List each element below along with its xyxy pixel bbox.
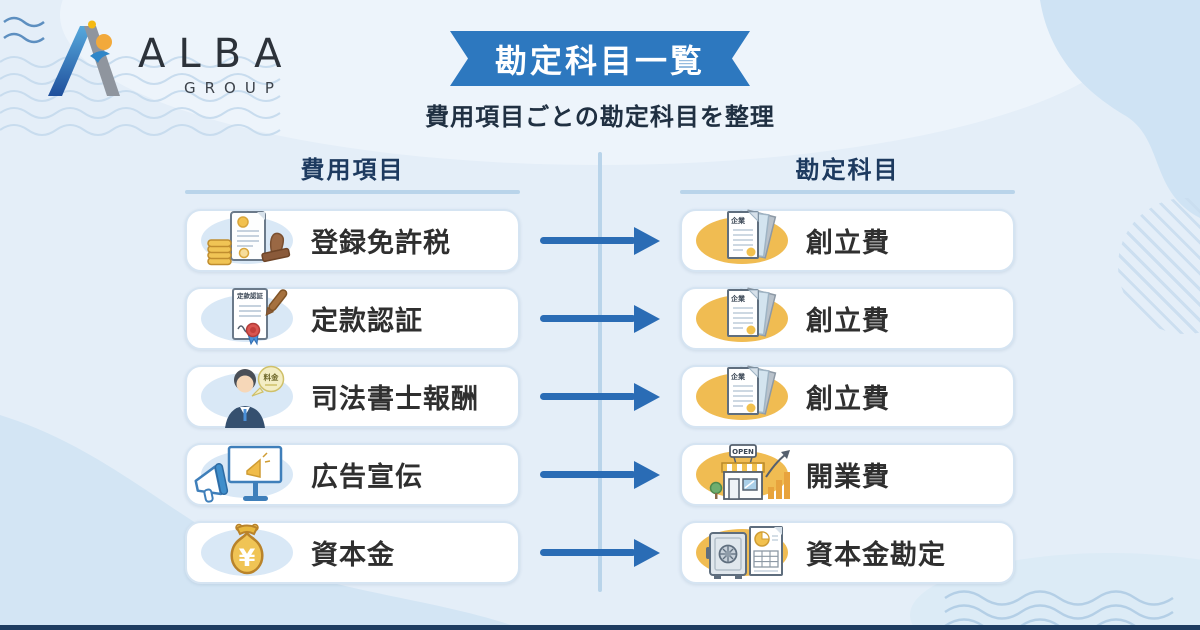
column-divider [598, 152, 602, 592]
mapping-arrow [540, 382, 660, 411]
mapping-table: 費用項目 勘定科目 [185, 150, 1015, 599]
account-header-underline [680, 190, 1015, 194]
safe-report-icon [706, 526, 783, 579]
company-documents-icon: 企業 [727, 209, 777, 259]
expense-card-articles-certification: 定款認証 [185, 287, 520, 350]
title-ribbon: 勘定科目一覧 [450, 31, 750, 86]
mapping-arrow [540, 226, 660, 255]
account-label: 開業費 [806, 462, 890, 493]
brand-text: ALBA GROUP [138, 20, 294, 97]
articles-certification-icon: 定款認証 [232, 288, 288, 346]
expense-card-judicial-scrivener: 料金 司法書士報酬 [185, 365, 520, 428]
table-row: 料金 司法書士報酬 企業 [185, 365, 1015, 428]
footer-bar [0, 625, 1200, 630]
expense-column-header: 費用項目 [300, 156, 405, 184]
wave-decoration-top-left [0, 56, 281, 136]
account-label: 創立費 [806, 306, 890, 337]
header-underlines [185, 190, 1015, 194]
money-bag-icon: ¥ [230, 523, 264, 575]
expense-label: 定款認証 [311, 306, 423, 337]
account-label: 創立費 [806, 384, 890, 415]
svg-text:企業: 企業 [730, 372, 746, 381]
wave-decoration-corner [3, 16, 45, 44]
expense-label: 登録免許税 [311, 228, 451, 259]
alba-logo-icon [48, 20, 120, 96]
alba-group-logo: ALBA GROUP [40, 20, 294, 100]
expense-card-capital: ¥ 資本金 [185, 521, 520, 584]
account-column-header: 勘定科目 [795, 156, 900, 184]
table-row: 広告宣伝 OPEN [185, 443, 1015, 506]
table-row: 登録免許税 企業 [185, 209, 1015, 272]
brand-name: ALBA [138, 31, 295, 77]
arrow-head-icon [634, 460, 660, 489]
brand-subname: GROUP [184, 79, 283, 97]
expense-label: 資本金 [311, 540, 395, 571]
account-card-soritsuhi: 企業 創立費 [680, 365, 1015, 428]
company-documents-icon: 企業 [727, 287, 777, 337]
account-card-soritsuhi: 企業 創立費 [680, 209, 1015, 272]
judicial-scrivener-icon: 料金 [225, 365, 285, 428]
mapping-arrow [540, 460, 660, 489]
arrow-head-icon [634, 382, 660, 411]
account-card-kaigyohi: OPEN [680, 443, 1015, 506]
svg-text:OPEN: OPEN [732, 448, 754, 456]
mapping-arrow [540, 304, 660, 333]
account-card-soritsuhi: 企業 創立費 [680, 287, 1015, 350]
blob-top-right [1040, 0, 1200, 218]
account-card-capital-account: 資本金勘定 [680, 521, 1015, 584]
account-label: 創立費 [806, 228, 890, 259]
expense-card-advertising: 広告宣伝 [185, 443, 520, 506]
expense-card-registration-tax: 登録免許税 [185, 209, 520, 272]
mapping-arrow [540, 538, 660, 567]
svg-text:定款認証: 定款認証 [236, 291, 264, 300]
arrow-head-icon [634, 538, 660, 567]
svg-text:¥: ¥ [239, 544, 256, 572]
mapping-rows: 登録免許税 企業 [185, 209, 1015, 584]
store-open-icon: OPEN [709, 444, 790, 500]
company-documents-icon: 企業 [727, 365, 777, 415]
registration-tax-icon [207, 211, 291, 266]
account-label: 資本金勘定 [806, 540, 946, 571]
expense-label: 広告宣伝 [311, 462, 423, 493]
expense-header-underline [185, 190, 520, 194]
advertising-icon [194, 445, 283, 503]
table-row: 定款認証 [185, 287, 1015, 350]
page-subtitle: 費用項目ごとの勘定科目を整理 [425, 103, 775, 131]
arrow-head-icon [634, 304, 660, 333]
arrow-head-icon [634, 226, 660, 255]
svg-text:料金: 料金 [264, 372, 279, 382]
blob-bottom-left [0, 415, 525, 630]
table-row: ¥ 資本金 [185, 521, 1015, 584]
column-headers: 費用項目 勘定科目 [185, 150, 1015, 186]
expense-label: 司法書士報酬 [311, 384, 479, 415]
svg-text:企業: 企業 [730, 294, 746, 303]
svg-text:企業: 企業 [730, 216, 746, 225]
